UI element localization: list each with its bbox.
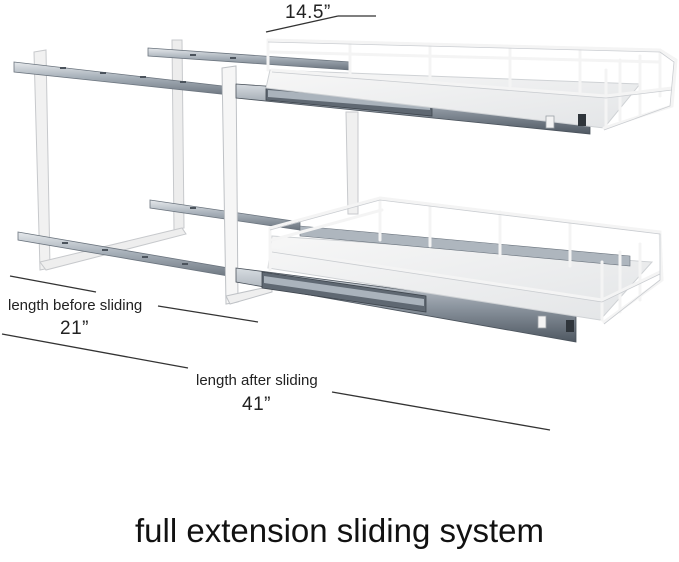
product-caption: full extension sliding system <box>134 512 545 549</box>
front-frame <box>221 65 359 305</box>
before-sliding-value: 21” <box>60 318 89 339</box>
before-sliding-label: length before sliding <box>8 297 143 314</box>
after-sliding-value: 41” <box>242 394 271 415</box>
top-drawer <box>235 38 678 135</box>
before-dimension-line-right <box>157 305 259 323</box>
before-dimension-line-left <box>9 275 97 293</box>
after-sliding-label: length after sliding <box>196 372 318 389</box>
width-dimension-line-left <box>265 15 339 33</box>
after-dimension-line-left <box>1 333 189 369</box>
dimension-lines <box>1 15 551 431</box>
after-dimension-line-right <box>331 391 551 431</box>
bottom-drawer <box>235 196 664 343</box>
width-dimension-value: 14.5” <box>285 2 331 23</box>
